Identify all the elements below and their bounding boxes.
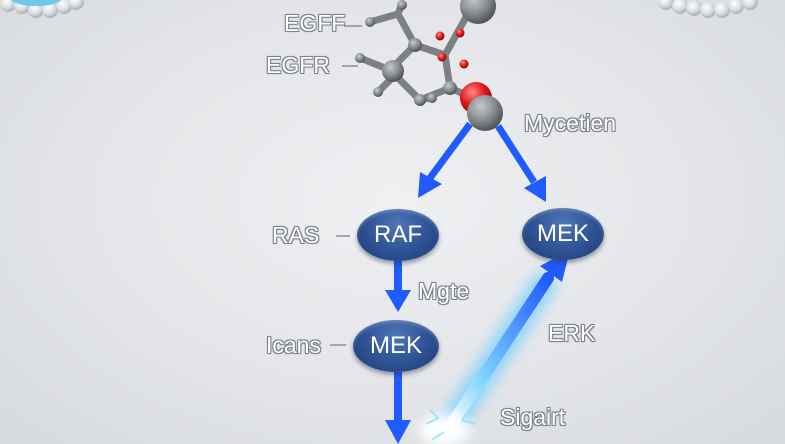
node-raf-label: RAF [374,221,422,248]
signal-glow-arrow [419,250,570,444]
node-raf: RAF [357,209,439,261]
label-mycetien: Mycetien [524,110,617,136]
arrow-molecule-to-mek [495,124,546,202]
arrow-raf-to-mek [385,260,411,312]
label-erk: ERK [548,320,596,346]
membrane-left [0,0,84,18]
node-mek-right: MEK [522,208,604,260]
label-signal: Sigairt [500,404,566,430]
label-icans: Icans [266,332,321,358]
ligand-molecule [355,0,503,131]
membrane-right [658,0,758,18]
arrow-mek-down [385,372,411,444]
leader-lines [330,25,362,346]
label-ras: RAS [272,222,320,248]
node-mek-right-label: MEK [536,220,589,247]
label-mate: Mgte [418,278,470,304]
node-mek-left: MEK [353,320,439,372]
label-egff: EGFF [284,10,346,36]
label-egfr: EGFR [266,52,330,78]
arrow-molecule-to-raf [418,121,473,198]
node-mek-left-label: MEK [369,332,422,359]
